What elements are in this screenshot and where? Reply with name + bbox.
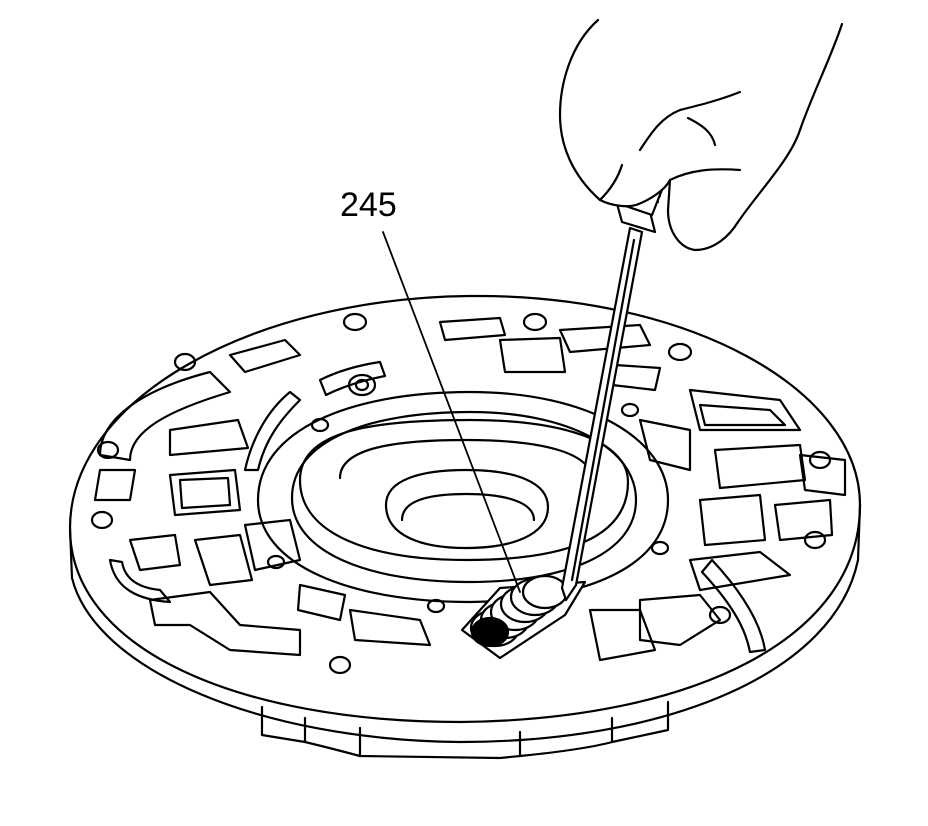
callout-label-245: 245 [340,186,397,224]
bolt-hole [330,657,350,673]
cover-side-wall [70,505,860,742]
oil-passages-right [440,318,845,660]
bolt-hole [669,344,691,360]
bolt-hole [268,556,284,568]
bolt-hole [622,404,638,416]
bolt-hole [98,442,118,458]
hand [560,20,842,250]
hand-outline [560,20,842,250]
spring-coil [523,576,567,608]
screwdriver-shaft-highlight [572,240,634,580]
bore-step [340,440,592,480]
spring-end [472,618,508,646]
oil-passages-left [95,340,430,655]
rim-inner [292,412,636,582]
pump-cover-body [70,296,860,758]
hand-knuckle [640,92,740,150]
hand-finger [670,169,740,180]
skirt-notches [262,702,668,758]
callout-leader [383,232,520,592]
cover-top-edge [70,296,860,722]
bolt-hole [710,607,730,623]
bolt-hole [344,314,366,330]
bolt-hole [312,419,328,431]
bolt-hole [805,532,825,548]
bolt-hole [356,380,368,390]
skirt-bottom [305,742,612,756]
bore-outer [300,420,628,560]
hand-knuckle [688,118,715,145]
bolt-hole [349,375,375,395]
bolt-hole [428,600,444,612]
spring-245 [462,576,585,658]
inner-rim [258,392,668,602]
bolt-hole [524,314,546,330]
hand-finger [600,165,622,200]
bolt-hole [810,452,830,468]
bolt-hole [92,512,112,528]
rim-outer [258,392,668,602]
bolt-hole [175,354,195,370]
bore-center [386,470,548,548]
bolt-hole [652,542,668,554]
bolt-holes [92,314,830,673]
bore-inner-shadow [402,494,534,520]
